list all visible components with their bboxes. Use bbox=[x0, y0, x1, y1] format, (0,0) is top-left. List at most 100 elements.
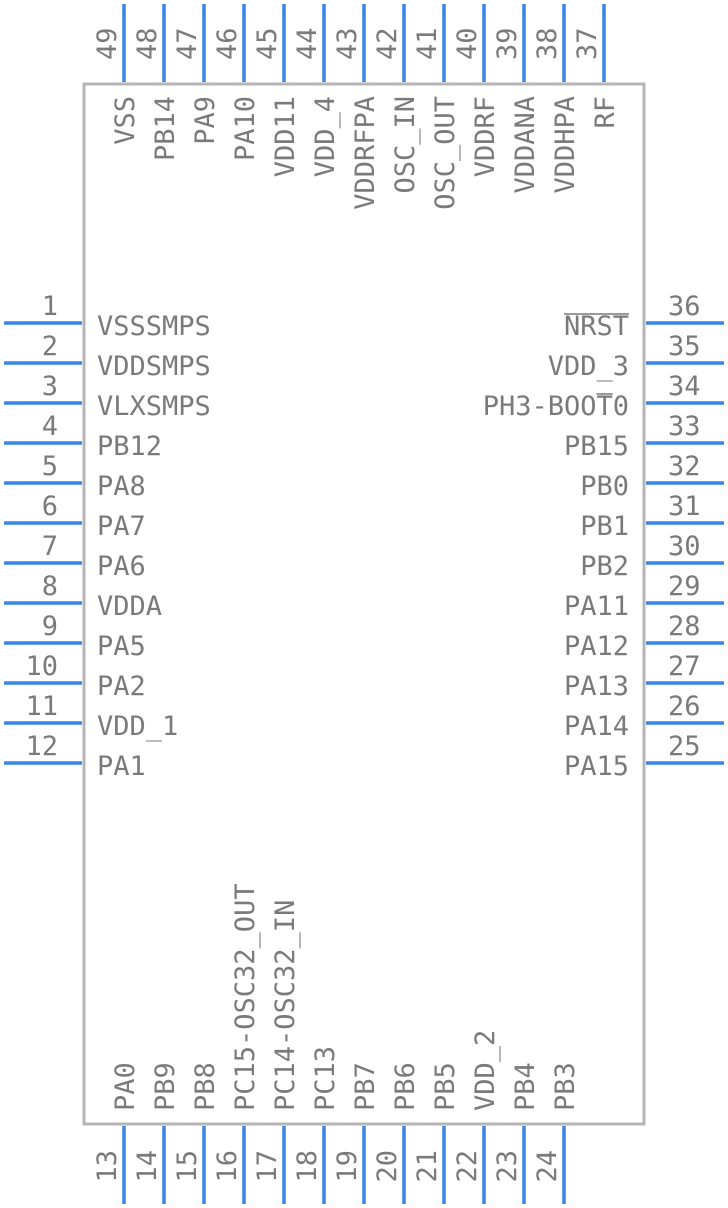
pin-name: VDDRF bbox=[470, 96, 501, 177]
pin-number: 30 bbox=[668, 531, 701, 562]
pin-number: 31 bbox=[668, 491, 701, 522]
pin-number: 24 bbox=[532, 1150, 563, 1183]
pin-name: VDD_3 bbox=[548, 351, 629, 382]
pin-name: VDD_1 bbox=[97, 711, 178, 742]
pin-name: PA1 bbox=[97, 751, 146, 782]
pin-name: PH3-BOOT0 bbox=[483, 391, 629, 422]
pin-name: VDD_4 bbox=[310, 96, 341, 177]
pin-number: 47 bbox=[172, 27, 203, 60]
pin-name: PB5 bbox=[430, 1062, 461, 1111]
pin-number: 23 bbox=[492, 1150, 523, 1183]
pin-name: PA10 bbox=[230, 96, 261, 161]
pin-name: VDDANA bbox=[510, 96, 541, 194]
pin-name: PA11 bbox=[564, 591, 629, 622]
pin-number: 12 bbox=[25, 731, 58, 762]
pin-name: VSSSMPS bbox=[97, 311, 211, 342]
pin-number: 13 bbox=[92, 1150, 123, 1183]
pin-number: 6 bbox=[42, 491, 58, 522]
pin-number: 34 bbox=[668, 371, 701, 402]
pin-name: PB9 bbox=[150, 1062, 181, 1111]
pin-number: 41 bbox=[412, 27, 443, 60]
pin-number: 9 bbox=[42, 611, 58, 642]
pin-name: PB8 bbox=[190, 1062, 221, 1111]
pin-name: PB6 bbox=[390, 1062, 421, 1111]
pin-number: 4 bbox=[42, 411, 58, 442]
pin-name: PB0 bbox=[580, 471, 629, 502]
pin-number: 45 bbox=[252, 27, 283, 60]
pin-number: 26 bbox=[668, 691, 701, 722]
pin-name: PA5 bbox=[97, 631, 146, 662]
pin-number: 14 bbox=[132, 1150, 163, 1183]
chip-body bbox=[82, 82, 646, 1126]
pin-number: 1 bbox=[42, 291, 58, 322]
pin-name: PA6 bbox=[97, 551, 146, 582]
pin-number: 22 bbox=[452, 1150, 483, 1183]
pin-name: PA13 bbox=[564, 671, 629, 702]
pin-name: PB7 bbox=[350, 1062, 381, 1111]
pin-number: 2 bbox=[42, 331, 58, 362]
pin-number: 3 bbox=[42, 371, 58, 402]
pin-name: PA14 bbox=[564, 711, 629, 742]
pin-name: PB2 bbox=[580, 551, 629, 582]
pin-number: 33 bbox=[668, 411, 701, 442]
pin-name: VDD11 bbox=[270, 96, 301, 177]
pin-number: 35 bbox=[668, 331, 701, 362]
pin-number: 8 bbox=[42, 571, 58, 602]
pin-name: RF bbox=[590, 96, 621, 129]
pin-name: VDDSMPS bbox=[97, 351, 211, 382]
pin-number: 17 bbox=[252, 1150, 283, 1183]
pin-name: PC14-OSC32_IN bbox=[270, 900, 301, 1111]
pin-number: 15 bbox=[172, 1150, 203, 1183]
pin-number: 21 bbox=[412, 1150, 443, 1183]
pin-number: 48 bbox=[132, 27, 163, 60]
pin-number: 42 bbox=[372, 27, 403, 60]
pin-number: 16 bbox=[212, 1150, 243, 1183]
pin-name: PA12 bbox=[564, 631, 629, 662]
pin-name: PA9 bbox=[190, 96, 221, 145]
pin-name: PB14 bbox=[150, 96, 181, 161]
pin-name: PA2 bbox=[97, 671, 146, 702]
pin-number: 39 bbox=[492, 27, 523, 60]
pin-number: 38 bbox=[532, 27, 563, 60]
pin-number: 18 bbox=[292, 1150, 323, 1183]
overline-group bbox=[563, 313, 629, 395]
pin-name: VDDA bbox=[97, 591, 162, 622]
pin-number: 32 bbox=[668, 451, 701, 482]
pin-number: 40 bbox=[452, 27, 483, 60]
pin-number: 5 bbox=[42, 451, 58, 482]
pin-name: PB3 bbox=[550, 1062, 581, 1111]
pin-name: VDDRFPA bbox=[350, 96, 381, 210]
pin-name: NRST bbox=[564, 311, 629, 342]
pin-number: 27 bbox=[668, 651, 701, 682]
pin-group: 1VSSSMPS2VDDSMPS3VLXSMPS4PB125PA86PA77PA… bbox=[4, 4, 724, 1204]
pin-number: 44 bbox=[292, 27, 323, 60]
pin-number: 25 bbox=[668, 731, 701, 762]
pin-name: OSC_OUT bbox=[430, 96, 461, 210]
pin-number: 46 bbox=[212, 27, 243, 60]
pin-name: PB15 bbox=[564, 431, 629, 462]
pin-name: VLXSMPS bbox=[97, 391, 211, 422]
pin-number: 29 bbox=[668, 571, 701, 602]
pin-name: PA15 bbox=[564, 751, 629, 782]
pin-name: VDDHPA bbox=[550, 96, 581, 194]
pin-number: 20 bbox=[372, 1150, 403, 1183]
pin-number: 19 bbox=[332, 1150, 363, 1183]
pin-name: PA8 bbox=[97, 471, 146, 502]
pin-name: PB12 bbox=[97, 431, 162, 462]
pin-number: 37 bbox=[572, 27, 603, 60]
pin-number: 11 bbox=[25, 691, 58, 722]
pin-name: PC13 bbox=[310, 1046, 341, 1111]
pin-name: PB1 bbox=[580, 511, 629, 542]
pin-name: PC15-OSC32_OUT bbox=[230, 883, 261, 1111]
pin-name: VSS bbox=[110, 96, 141, 145]
pin-name: PB4 bbox=[510, 1062, 541, 1111]
pin-name: OSC_IN bbox=[390, 96, 421, 194]
pin-number: 7 bbox=[42, 531, 58, 562]
pin-name: PA7 bbox=[97, 511, 146, 542]
pin-number: 36 bbox=[668, 291, 701, 322]
pin-number: 10 bbox=[25, 651, 58, 682]
pin-name: VDD_2 bbox=[470, 1030, 501, 1111]
pin-name: PA0 bbox=[110, 1062, 141, 1111]
pin-number: 49 bbox=[92, 27, 123, 60]
